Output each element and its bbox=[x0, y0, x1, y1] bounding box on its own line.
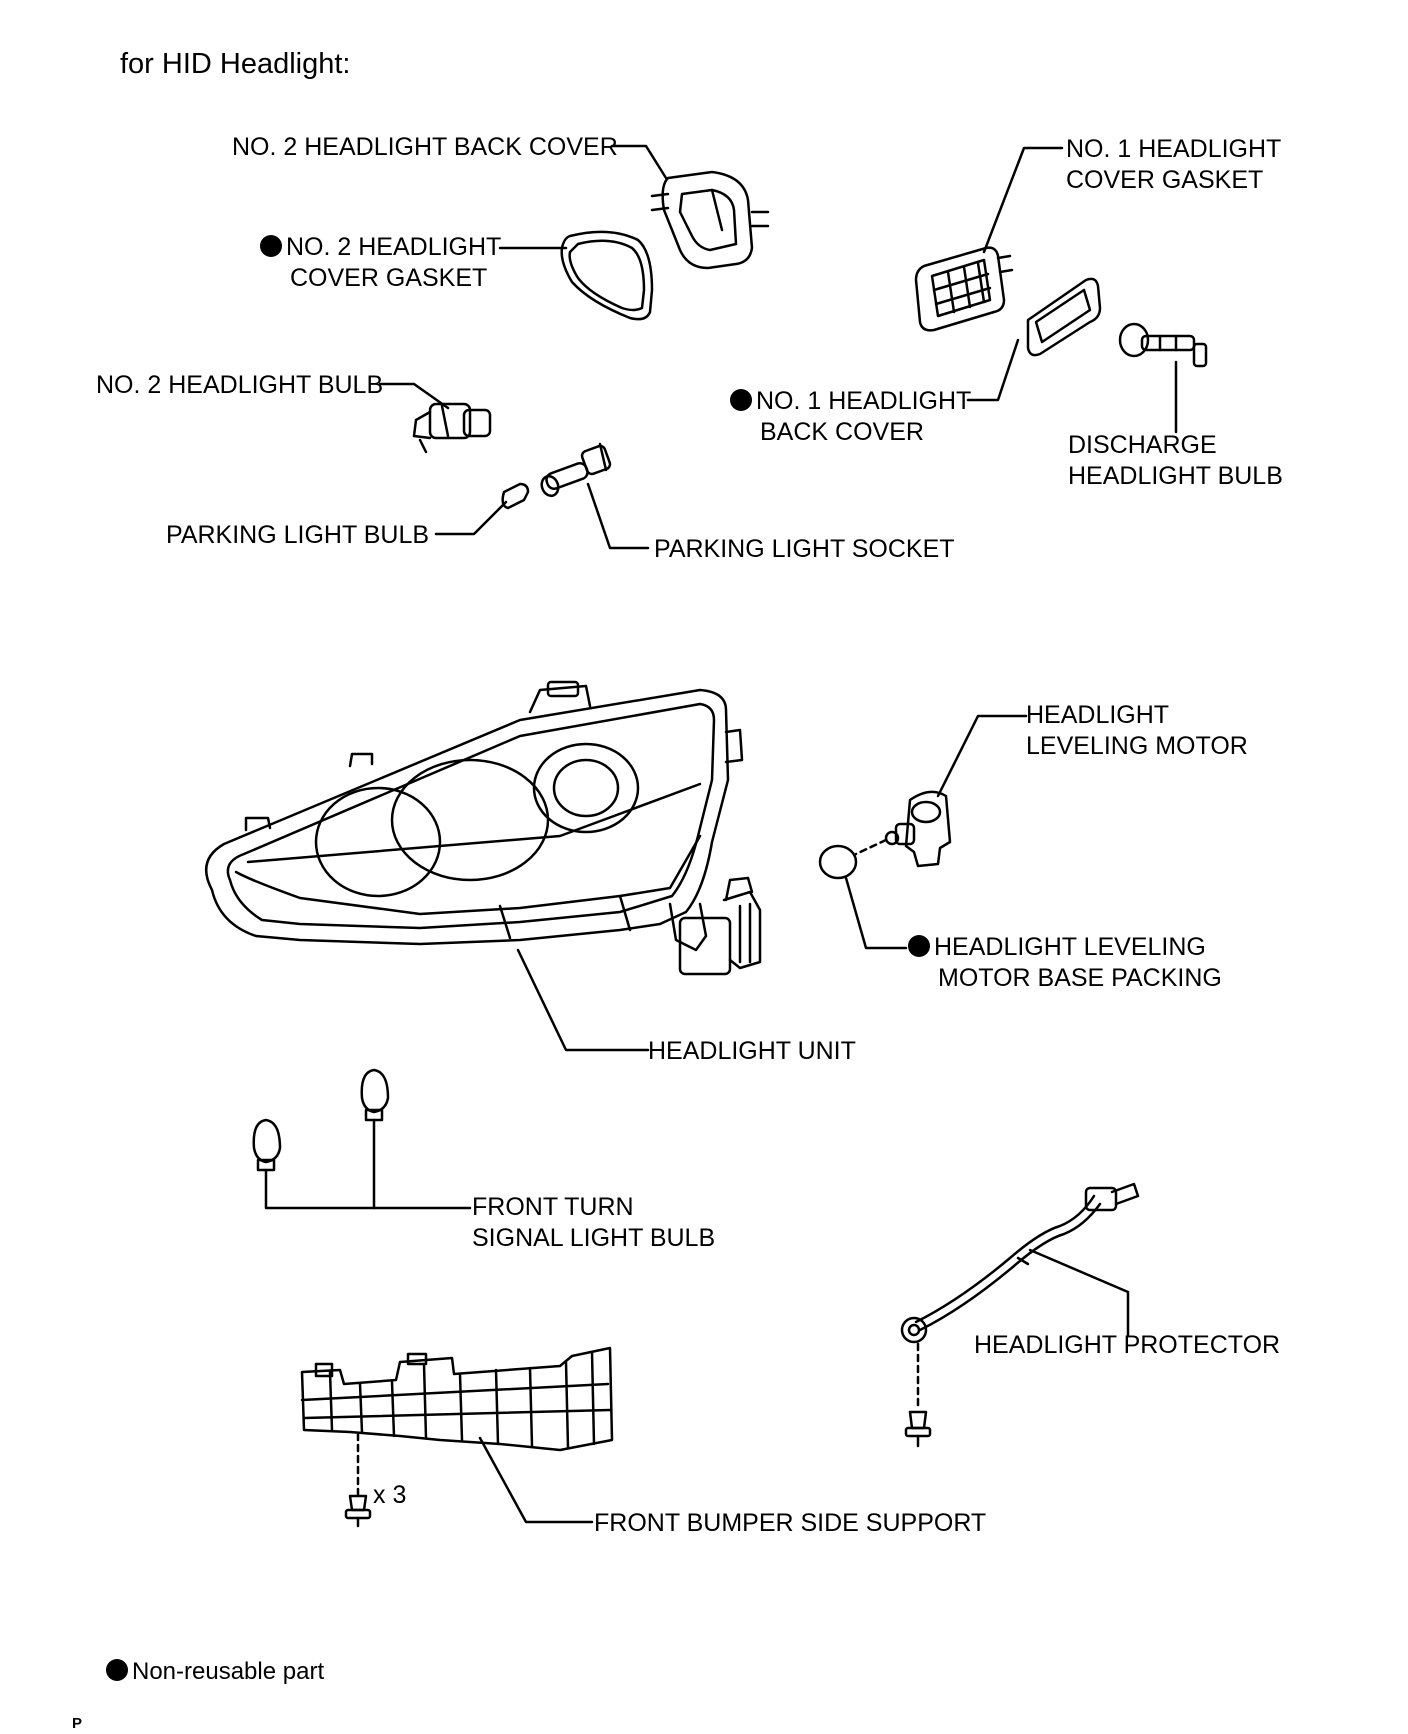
parking-bulb-part bbox=[501, 482, 530, 510]
leader-no2-bulb bbox=[378, 382, 450, 410]
leader-no1-back-cover bbox=[966, 338, 1020, 402]
label-turn-signal-bulb: FRONT TURN SIGNAL LIGHT BULB bbox=[472, 1193, 716, 1252]
label-discharge-bulb: DISCHARGE HEADLIGHT BULB bbox=[1068, 431, 1283, 490]
leveling-motor-axis bbox=[854, 838, 888, 856]
leader-headlight-unit bbox=[516, 948, 650, 1052]
non-reusable-bullet-icon bbox=[730, 389, 752, 411]
turn-signal-bulb-part-left bbox=[252, 1118, 282, 1172]
label-no2-cover-gasket: NO. 2 HEADLIGHT COVER GASKET bbox=[260, 232, 501, 294]
no1-cover-gasket-part bbox=[914, 246, 1014, 332]
non-reusable-bullet-icon bbox=[908, 935, 930, 957]
legend-text: Non-reusable part bbox=[132, 1658, 325, 1685]
corner-mark: P bbox=[72, 1715, 83, 1732]
label-parking-socket: PARKING LIGHT SOCKET bbox=[654, 535, 955, 563]
leader-leveling-motor bbox=[936, 714, 1028, 798]
leader-turn-signal-bulb bbox=[264, 1168, 472, 1210]
parking-socket-part bbox=[540, 442, 612, 498]
leveling-motor-part bbox=[884, 790, 952, 868]
headlight-protector-part bbox=[900, 1182, 1140, 1344]
no2-bulb-part bbox=[412, 402, 492, 454]
bumper-support-screw-part bbox=[344, 1494, 372, 1528]
no2-cover-gasket-part bbox=[560, 230, 654, 321]
no1-back-cover-part bbox=[1026, 277, 1102, 357]
label-no2-back-cover: NO. 2 HEADLIGHT BACK COVER bbox=[232, 133, 618, 161]
label-no2-bulb: NO. 2 HEADLIGHT BULB bbox=[96, 371, 384, 399]
leader-motor-base-packing bbox=[844, 876, 908, 950]
label-no1-back-cover: NO. 1 HEADLIGHT BACK COVER bbox=[730, 386, 971, 448]
bumper-side-support-part bbox=[300, 1346, 614, 1452]
legend: Non-reusable part bbox=[106, 1658, 324, 1686]
leader-bumper-side-support bbox=[478, 1436, 594, 1524]
label-parking-bulb: PARKING LIGHT BULB bbox=[166, 521, 430, 549]
non-reusable-bullet-icon bbox=[106, 1659, 128, 1681]
headlight-protector-bolt-part bbox=[904, 1410, 932, 1448]
label-headlight-protector: HEADLIGHT PROTECTOR bbox=[974, 1331, 1281, 1359]
headlight-unit-part bbox=[204, 680, 762, 976]
leader-headlight-protector bbox=[1028, 1248, 1130, 1338]
leader-no1-cover-gasket bbox=[982, 146, 1064, 254]
leader-no2-back-cover bbox=[610, 144, 668, 180]
turn-signal-bulb-part-right bbox=[360, 1068, 390, 1122]
leader-parking-socket bbox=[586, 482, 650, 550]
label-bumper-side-support: FRONT BUMPER SIDE SUPPORT bbox=[594, 1509, 987, 1537]
motor-base-packing-part bbox=[818, 844, 858, 880]
discharge-bulb-part bbox=[1118, 322, 1208, 368]
label-headlight-unit: HEADLIGHT UNIT bbox=[648, 1037, 856, 1065]
label-screw-quantity: x 3 bbox=[373, 1481, 407, 1509]
leader-parking-bulb bbox=[434, 500, 508, 536]
label-no1-cover-gasket: NO. 1 HEADLIGHT COVER GASKET bbox=[1066, 135, 1282, 194]
label-leveling-motor: HEADLIGHT LEVELING MOTOR bbox=[1026, 701, 1248, 760]
page-title: for HID Headlight: bbox=[120, 48, 351, 80]
non-reusable-bullet-icon bbox=[260, 235, 282, 257]
label-motor-base-packing: HEADLIGHT LEVELING MOTOR BASE PACKING bbox=[908, 932, 1222, 994]
no2-back-cover-part bbox=[650, 170, 770, 270]
